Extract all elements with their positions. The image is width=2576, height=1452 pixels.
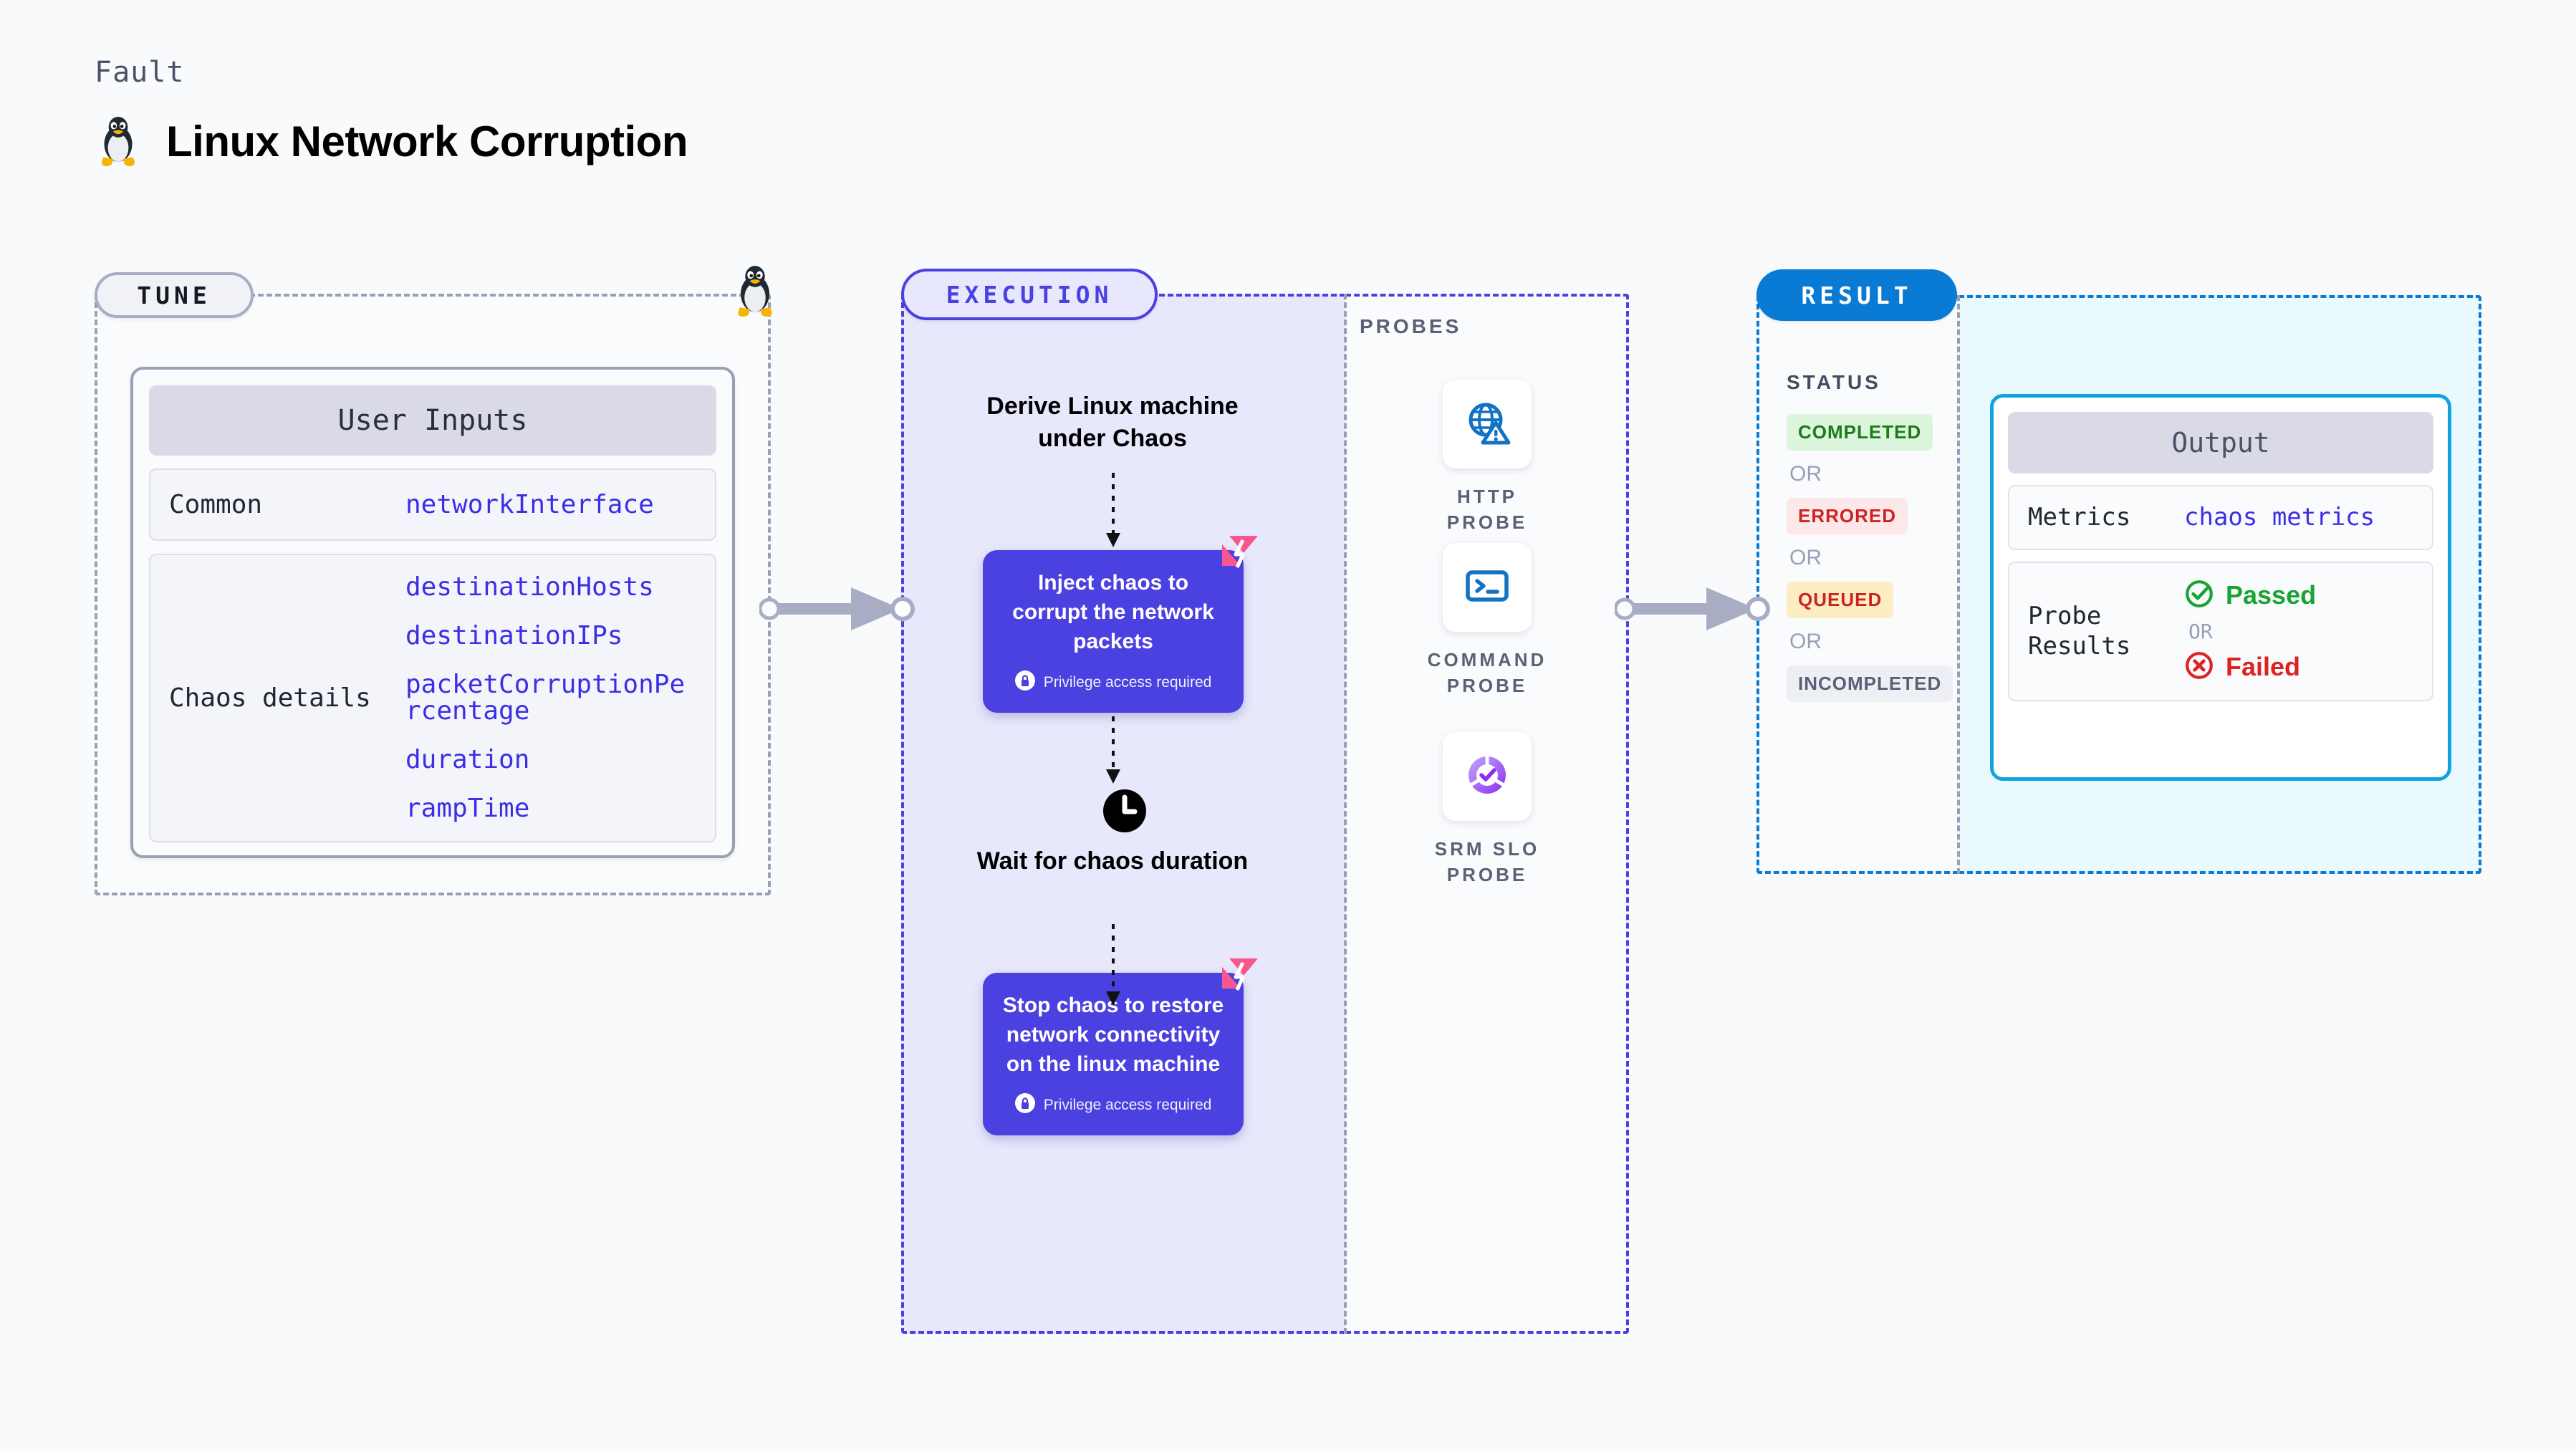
probe-label: HTTP PROBE <box>1446 486 1528 533</box>
param-duration[interactable]: duration <box>405 745 530 775</box>
execution-card-title: Inject chaos to corrupt the network pack… <box>1012 571 1214 653</box>
status-or-label: OR <box>1789 546 1822 569</box>
execution-arrow-2 <box>1106 716 1120 784</box>
probe-result-values: Passed OR Failed <box>2184 579 2316 684</box>
probe-http[interactable]: HTTP PROBE <box>1416 380 1559 536</box>
probe-label: SRM SLO PROBE <box>1434 838 1540 885</box>
result-label: RESULT <box>1756 269 1957 321</box>
probe-or-label: OR <box>2188 619 2213 643</box>
output-metrics-value[interactable]: chaos metrics <box>2184 503 2375 532</box>
execution-arrow-3 <box>1106 924 1120 1006</box>
litmus-chaos-icon <box>1219 956 1261 997</box>
execution-step-wait-duration: Wait for chaos duration <box>976 847 1249 875</box>
globe-warning-icon <box>1461 397 1513 452</box>
input-row-key: Chaos details <box>169 683 371 713</box>
output-row-probe-results: Probe Results Passed OR <box>2008 561 2433 701</box>
litmus-chaos-icon <box>1219 533 1261 574</box>
param-packet-corruption-percentage[interactable]: packetCorruptionPercentage <box>405 669 686 726</box>
output-row-metrics: Metrics chaos metrics <box>2008 485 2433 550</box>
check-circle-icon <box>2184 579 2214 612</box>
lock-icon <box>1014 670 1035 694</box>
status-or-label: OR <box>1789 462 1822 486</box>
result-panel-divider <box>1957 295 1960 874</box>
status-badge-completed: COMPLETED <box>1787 414 1933 451</box>
tune-label: TUNE <box>95 272 254 318</box>
privilege-note: Privilege access required <box>1014 1093 1212 1117</box>
status-or-label: OR <box>1789 630 1822 653</box>
probe-failed-label: Failed <box>2226 652 2301 681</box>
clock-icon <box>1102 788 1148 834</box>
input-row-values: networkInterface <box>405 491 654 519</box>
probes-panel-divider <box>1344 294 1347 1334</box>
privilege-note: Privilege access required <box>1014 670 1212 694</box>
probe-icon-box <box>1443 543 1532 632</box>
status-list: COMPLETED OR ERRORED OR QUEUED OR INCOMP… <box>1787 414 1953 702</box>
linux-tux-icon <box>95 115 142 168</box>
user-inputs-heading: User Inputs <box>149 385 716 456</box>
probes-title: PROBES <box>1360 315 1462 337</box>
user-inputs-card: User Inputs Common networkInterface Chao… <box>130 367 735 858</box>
lock-icon <box>1014 1093 1035 1117</box>
connector-tune-to-execution <box>759 587 915 630</box>
page-kicker: Fault <box>95 56 185 89</box>
probe-icon-box <box>1443 732 1532 821</box>
page-title-row: Linux Network Corruption <box>95 115 688 168</box>
param-destination-hosts[interactable]: destinationHosts <box>405 572 654 602</box>
page-title: Linux Network Corruption <box>166 117 688 165</box>
status-title: STATUS <box>1787 371 1881 393</box>
linux-tux-icon <box>731 264 779 318</box>
x-circle-icon <box>2184 650 2214 684</box>
output-row-key: Probe Results <box>2028 601 2131 661</box>
privilege-label: Privilege access required <box>1043 673 1212 691</box>
output-row-key: Metrics <box>2028 503 2131 532</box>
probe-result-failed: Failed <box>2184 650 2316 684</box>
privilege-label: Privilege access required <box>1043 1096 1212 1113</box>
probe-label: COMMAND PROBE <box>1427 649 1547 696</box>
execution-card-inject-chaos[interactable]: Inject chaos to corrupt the network pack… <box>983 536 1258 713</box>
output-heading: Output <box>2008 412 2433 473</box>
execution-step-derive-machine: Derive Linux machine under Chaos <box>986 393 1239 452</box>
probe-srm-slo[interactable]: SRM SLO PROBE <box>1416 732 1559 888</box>
param-network-interface[interactable]: networkInterface <box>405 489 654 519</box>
execution-label: EXECUTION <box>901 269 1158 320</box>
execution-arrow-1 <box>1106 473 1120 547</box>
connector-probes-to-result <box>1615 587 1770 630</box>
param-ramp-time[interactable]: rampTime <box>405 793 530 823</box>
terminal-icon <box>1461 560 1513 615</box>
probe-passed-label: Passed <box>2226 580 2317 610</box>
input-row-key: Common <box>169 490 263 519</box>
probe-result-passed: Passed <box>2184 579 2316 612</box>
output-card: Output Metrics chaos metrics Probe Resul… <box>1990 394 2451 781</box>
slo-donut-check-icon <box>1461 749 1513 804</box>
input-row-chaos-details: Chaos details destinationHosts destinati… <box>149 554 716 842</box>
probe-icon-box <box>1443 380 1532 468</box>
param-destination-ips[interactable]: destinationIPs <box>405 620 623 650</box>
input-row-values: destinationHosts destinationIPs packetCo… <box>405 574 692 822</box>
probe-command[interactable]: COMMAND PROBE <box>1416 543 1559 699</box>
input-row-common: Common networkInterface <box>149 468 716 541</box>
status-badge-queued: QUEUED <box>1787 582 1894 618</box>
status-badge-incompleted: INCOMPLETED <box>1787 665 1953 702</box>
status-badge-errored: ERRORED <box>1787 498 1908 534</box>
